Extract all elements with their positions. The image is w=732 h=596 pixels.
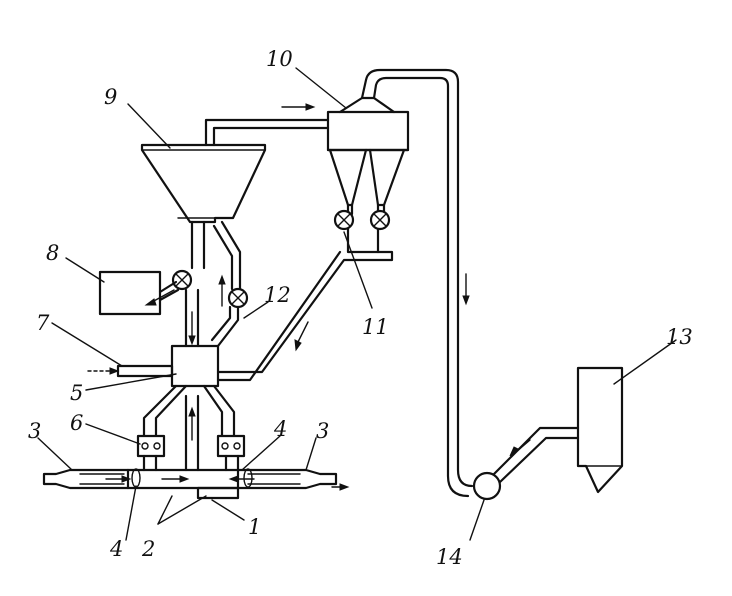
valves bbox=[171, 209, 391, 309]
label-13: 13 bbox=[666, 325, 693, 349]
cyclone-10 bbox=[326, 96, 410, 216]
labels: 1 2 3 3 4 4 5 6 7 8 9 10 11 12 13 14 bbox=[28, 47, 693, 569]
main-duct bbox=[42, 468, 338, 500]
flow-arrows bbox=[87, 103, 531, 491]
label-2: 2 bbox=[141, 537, 155, 561]
pipe-13-to-14 bbox=[492, 426, 580, 484]
label-4-upper: 4 bbox=[273, 417, 287, 441]
label-3-right: 3 bbox=[316, 419, 329, 443]
gas-line-10-to-9 bbox=[204, 118, 330, 147]
blocks-6 bbox=[136, 434, 246, 472]
label-8: 8 bbox=[46, 241, 59, 265]
label-7: 7 bbox=[36, 311, 50, 335]
label-6: 6 bbox=[70, 411, 83, 435]
label-14: 14 bbox=[436, 545, 463, 569]
bypass-line-12 bbox=[210, 220, 242, 348]
label-1: 1 bbox=[248, 515, 261, 539]
feeder-14 bbox=[472, 471, 502, 501]
box-8 bbox=[98, 270, 162, 316]
label-12: 12 bbox=[264, 283, 291, 307]
label-4-lower: 4 bbox=[109, 537, 123, 561]
branches-to-6 bbox=[142, 384, 236, 472]
label-3-left: 3 bbox=[28, 419, 41, 443]
valve-12 bbox=[227, 287, 249, 309]
bin-13 bbox=[576, 366, 624, 494]
label-9: 9 bbox=[104, 85, 117, 109]
valve-11-left bbox=[333, 209, 355, 231]
return-pipe-11-to-5 bbox=[216, 226, 394, 382]
leader-lines bbox=[37, 67, 677, 541]
drive-8-link bbox=[158, 280, 180, 302]
valve-11-right bbox=[369, 209, 391, 231]
riser-pipe bbox=[360, 68, 474, 498]
hopper-9 bbox=[140, 143, 267, 270]
valve-hopper-outlet bbox=[171, 269, 193, 291]
label-10: 10 bbox=[266, 47, 293, 71]
label-5: 5 bbox=[70, 381, 83, 405]
mixer-5 bbox=[116, 344, 220, 388]
label-11: 11 bbox=[362, 315, 389, 339]
central-column bbox=[184, 288, 200, 348]
